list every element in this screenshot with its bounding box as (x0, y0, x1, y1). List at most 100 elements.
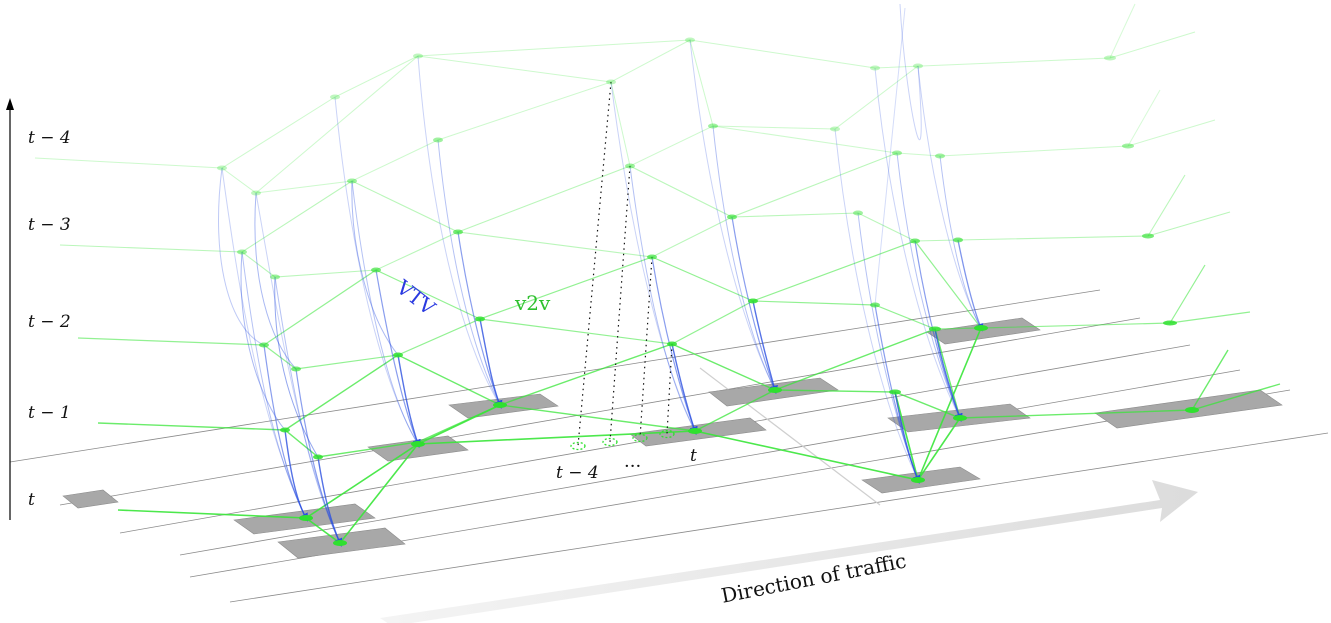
v2v-edge (241, 152, 898, 253)
time-label-t: t (28, 490, 35, 510)
node-t-minus-2 (453, 229, 463, 235)
time-label-t-minus-2: t − 2 (28, 312, 71, 332)
node-t-minus-4 (685, 37, 695, 43)
vtv-edge (874, 7, 906, 306)
node-t-minus-3 (935, 153, 945, 159)
node-t-minus-2 (870, 302, 880, 308)
node-t (411, 441, 425, 447)
history-label-end: t (690, 446, 697, 466)
vtv-edge (217, 167, 265, 346)
node-t-minus-2 (291, 366, 301, 372)
node-t-minus-4 (1104, 55, 1116, 61)
node-t-minus-1 (280, 427, 290, 433)
vtv-edge (479, 318, 503, 409)
vtv-edge (351, 180, 399, 356)
node-t-minus-4 (830, 126, 840, 132)
vtv-edge (939, 155, 982, 329)
vtv-edge (712, 125, 776, 391)
vtv-edge (334, 96, 419, 445)
vtv-edge (689, 39, 776, 391)
v2v-edge (1127, 89, 1161, 147)
node-t (333, 540, 347, 546)
history-trail (577, 81, 612, 447)
v2v-edge (284, 328, 961, 431)
node-t-minus-1 (748, 298, 758, 304)
graph-nodes (217, 37, 1199, 546)
vtv-edge (899, 3, 922, 141)
node-t-minus-2 (371, 267, 381, 273)
vtv-edge (351, 180, 419, 445)
vtv-edge (375, 269, 420, 448)
vtv-edge (397, 354, 421, 448)
history-node (570, 441, 586, 451)
history-trail (666, 343, 673, 435)
node-t (911, 477, 925, 483)
vtv-edge (240, 251, 286, 431)
node-t-minus-2 (647, 254, 657, 260)
vtv-edge (254, 192, 297, 370)
node-t-minus-3 (270, 274, 280, 280)
node-t (953, 415, 967, 421)
vtv-edges (217, 3, 984, 547)
vtv-edge (317, 456, 343, 547)
node-t-minus-1 (929, 326, 941, 332)
vehicles (62, 317, 1283, 559)
node-t (974, 325, 988, 331)
node-t-minus-3 (1122, 143, 1134, 149)
vtv-edge (274, 276, 319, 458)
node-t-minus-1 (1163, 320, 1177, 326)
vtv-edge (934, 328, 963, 422)
node-t (1185, 407, 1199, 413)
node-t-minus-1 (475, 316, 485, 322)
time-label-t-minus-1: t − 1 (28, 403, 71, 423)
node-t (493, 402, 507, 408)
vtv-edge (917, 65, 982, 329)
node-t-minus-3 (625, 163, 635, 169)
history-node (602, 437, 618, 447)
v2v-edge (1191, 349, 1229, 411)
time-axis-arrowhead (6, 98, 14, 110)
vtv-label: VTV (391, 274, 440, 320)
node-t-minus-1 (667, 341, 677, 347)
v2v-edges (34, 3, 1281, 545)
v2v-edge (305, 404, 501, 519)
lane-line (179, 369, 1241, 556)
v2v-edge (77, 300, 1251, 370)
node-t-minus-3 (708, 123, 718, 129)
vehicle (62, 489, 119, 509)
node-t-minus-2 (910, 238, 920, 244)
road-lanes (9, 289, 1329, 603)
history-label-dots: ··· (624, 456, 641, 477)
lane-line (229, 432, 1329, 603)
history-node (659, 429, 675, 439)
v2v-edge (1109, 3, 1136, 59)
node-t-minus-4 (870, 65, 880, 71)
history-trails: t − 4 ··· t (556, 81, 697, 483)
v2v-edge (221, 65, 919, 194)
node-t-minus-4 (251, 190, 261, 196)
vtv-edge (896, 152, 961, 419)
v2v-edge (255, 39, 1216, 194)
vtv-edge (417, 55, 501, 406)
v2v-edge (1169, 264, 1206, 324)
node-t (688, 428, 702, 434)
node-t-minus-3 (892, 150, 902, 156)
lane-line (59, 317, 1141, 506)
traffic-direction-arrow: Direction of traffic (380, 480, 1198, 623)
node-t-minus-3 (347, 178, 357, 184)
vehicle (367, 435, 469, 462)
vtv-edge (629, 165, 696, 432)
time-label-t-minus-3: t − 3 (28, 215, 71, 235)
node-t-minus-2 (953, 237, 963, 243)
node-t-minus-4 (606, 79, 616, 85)
v2v-edge (263, 240, 982, 346)
node-t-minus-1 (313, 454, 323, 460)
vtv-edge (610, 81, 696, 432)
v2v-edge (59, 211, 1231, 278)
v2v-edge (34, 31, 1196, 169)
vtv-edge (221, 167, 307, 519)
v2v-label: v2v (514, 291, 551, 315)
node-t-minus-2 (1142, 233, 1154, 239)
vtv-edge (834, 128, 919, 481)
